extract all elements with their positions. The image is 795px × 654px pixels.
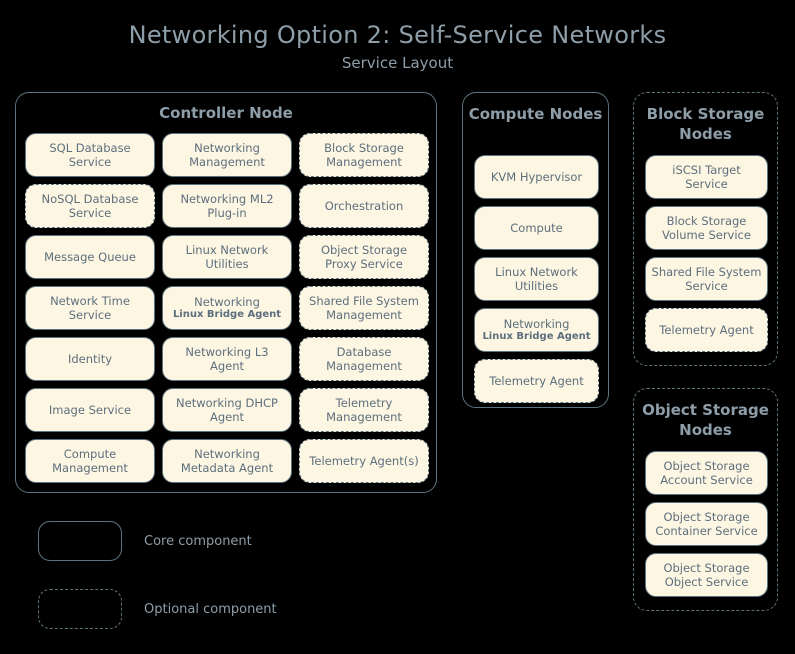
legend-row-core: Core component (38, 518, 277, 564)
service-box: Networking L3 Agent (162, 337, 292, 381)
service-label: Object Storage Container Service (655, 509, 758, 538)
service-box: Identity (25, 337, 155, 381)
service-box: iSCSI Target Service (645, 155, 768, 199)
service-label: Telemetry Management (326, 395, 402, 424)
service-label: Networking L3 Agent (185, 344, 269, 373)
service-box: Shared File System Management (299, 286, 429, 330)
service-box: Object Storage Account Service (645, 451, 768, 495)
service-label: Object Storage Proxy Service (320, 242, 408, 271)
service-label: Image Service (48, 402, 132, 417)
service-label: Networking ML2 Plug-in (180, 191, 274, 220)
block-storage-nodes-container: Block Storage Nodes iSCSI Target Service… (633, 92, 778, 366)
service-label: Linux Network Utilities (495, 264, 578, 293)
service-label: Telemetry Agent (489, 373, 584, 388)
service-label: Compute (510, 220, 563, 235)
service-box: Linux Network Utilities (162, 235, 292, 279)
service-box: Telemetry Agent (645, 308, 768, 352)
service-box: Telemetry Management (299, 388, 429, 432)
service-label: Networking Management (189, 140, 265, 169)
service-label: Networking DHCP Agent (176, 395, 278, 424)
service-label: Block Storage Management (324, 140, 404, 169)
service-box: Image Service (25, 388, 155, 432)
service-label: iSCSI Target Service (672, 162, 741, 191)
legend-label-core: Core component (144, 533, 252, 549)
service-label: Networking (503, 316, 570, 331)
service-label: Telemetry Agent(s) (309, 453, 419, 468)
service-box: Shared File System Service (645, 257, 768, 301)
service-box: Compute Management (25, 439, 155, 483)
service-box: Networking ML2 Plug-in (162, 184, 292, 228)
service-box: Linux Network Utilities (474, 257, 599, 301)
legend-row-optional: Optional component (38, 586, 277, 632)
service-box: Block Storage Volume Service (645, 206, 768, 250)
service-label: Database Management (326, 344, 402, 373)
service-box: Telemetry Agent(s) (299, 439, 429, 483)
service-box: Telemetry Agent (474, 359, 599, 403)
service-label: SQL Database Service (49, 140, 131, 169)
service-label: Block Storage Volume Service (662, 213, 751, 242)
service-sublabel: Linux Bridge Agent (172, 308, 282, 320)
service-label: Networking Metadata Agent (180, 446, 274, 475)
service-box: Orchestration (299, 184, 429, 228)
service-box: Database Management (299, 337, 429, 381)
service-label: Object Storage Account Service (660, 458, 753, 487)
service-box: Networking DHCP Agent (162, 388, 292, 432)
controller-service-grid: SQL Database Service Networking Managemen… (25, 133, 429, 483)
service-box: Compute (474, 206, 599, 250)
service-box: Object Storage Object Service (645, 553, 768, 597)
legend-swatch-optional (38, 589, 122, 629)
service-label: Network Time Service (50, 293, 130, 322)
block-storage-nodes-title: Block Storage Nodes (646, 105, 765, 144)
page-title: Networking Option 2: Self-Service Networ… (128, 21, 667, 49)
service-box: KVM Hypervisor (474, 155, 599, 199)
service-label: Object Storage Object Service (663, 560, 750, 589)
service-box: NoSQL Database Service (25, 184, 155, 228)
service-box: Object Storage Container Service (645, 502, 768, 546)
legend: Core component Optional component (38, 518, 277, 654)
service-box: Networking Management (162, 133, 292, 177)
service-box: Object Storage Proxy Service (299, 235, 429, 279)
page-subtitle: Service Layout (341, 54, 454, 73)
service-box: Networking Metadata Agent (162, 439, 292, 483)
service-label: Networking (194, 294, 260, 309)
service-label: Compute Management (52, 446, 128, 475)
service-sublabel: Linux Bridge Agent (482, 330, 591, 342)
service-label: Identity (67, 351, 113, 366)
service-label: Message Queue (44, 249, 136, 264)
controller-node-title: Controller Node (159, 104, 293, 122)
service-label: Linux Network Utilities (185, 242, 269, 271)
object-storage-nodes-title: Object Storage Nodes (642, 401, 769, 440)
service-box: SQL Database Service (25, 133, 155, 177)
legend-swatch-core (38, 521, 122, 561)
service-label: Orchestration (324, 198, 404, 213)
compute-nodes-title: Compute Nodes (468, 105, 603, 123)
service-label: Shared File System Service (651, 264, 762, 293)
service-box: Block Storage Management (299, 133, 429, 177)
service-box: Message Queue (25, 235, 155, 279)
service-box: Network Time Service (25, 286, 155, 330)
legend-label-optional: Optional component (144, 601, 277, 617)
title-block: Networking Option 2: Self-Service Networ… (0, 0, 795, 73)
service-label: Shared File System Management (309, 293, 419, 322)
service-label: Telemetry Agent (659, 322, 754, 337)
service-label: KVM Hypervisor (490, 169, 583, 184)
object-storage-nodes-container: Object Storage Nodes Object Storage Acco… (633, 388, 778, 611)
service-label: NoSQL Database Service (41, 191, 139, 220)
